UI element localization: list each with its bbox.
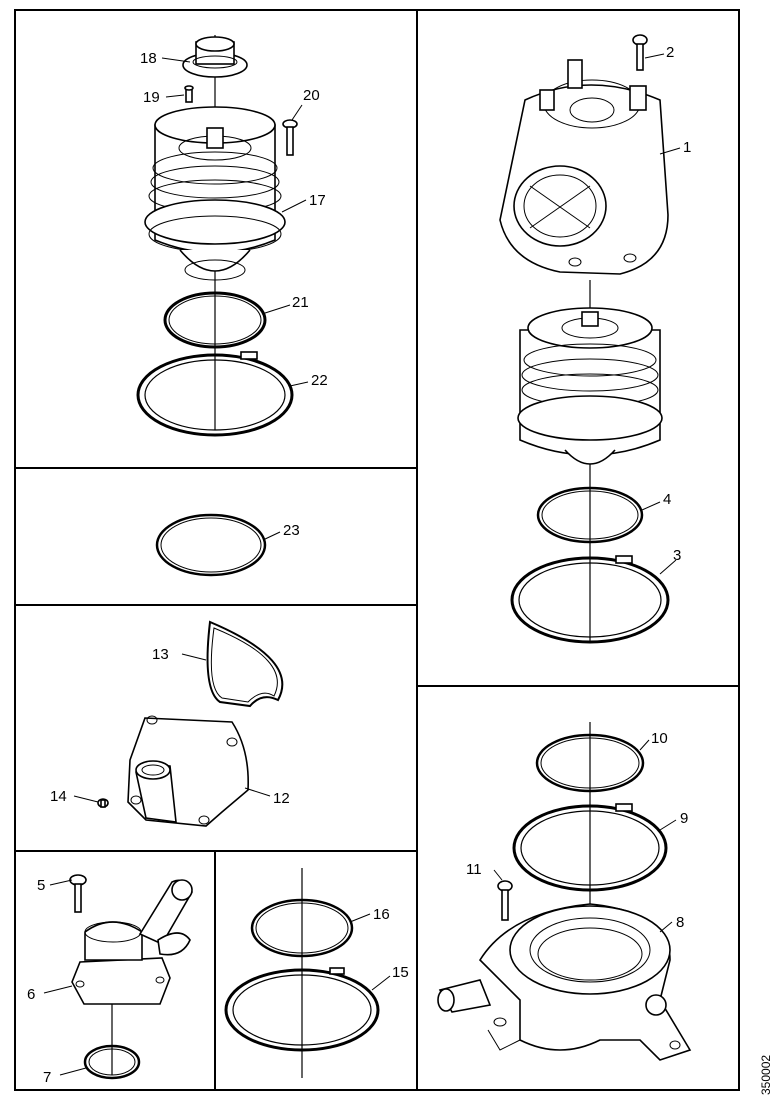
part-20-bolt <box>282 119 298 156</box>
callout-7: 7 <box>43 1069 51 1086</box>
part-2-bolt <box>632 34 648 71</box>
callout-labels: 18 19 20 17 21 22 23 13 14 12 5 6 7 16 1… <box>27 44 691 1086</box>
part-3-gasket <box>510 556 670 644</box>
part-9-gasket <box>512 804 668 892</box>
callout-20: 20 <box>303 87 320 104</box>
part-14-screw <box>97 798 109 808</box>
callout-2: 2 <box>666 44 674 61</box>
part-1-housing <box>499 59 669 275</box>
part-filter-element <box>517 307 663 465</box>
callout-1: 1 <box>683 139 691 156</box>
callout-22: 22 <box>311 372 328 389</box>
panel-rings-15-16 <box>224 868 391 1078</box>
callout-4: 4 <box>663 491 671 508</box>
part-15-gasket <box>224 968 380 1052</box>
part-17-filter-body <box>144 106 286 281</box>
callout-21: 21 <box>292 294 309 311</box>
part-23-o-ring <box>155 513 267 577</box>
part-21-o-ring <box>163 291 267 349</box>
part-16-o-ring <box>250 898 354 958</box>
panel-frames <box>14 9 740 1091</box>
callout-13: 13 <box>152 646 169 663</box>
part-19-screw <box>184 85 194 103</box>
panel-thermostat-housing <box>43 874 193 1080</box>
callout-6: 6 <box>27 986 35 1003</box>
panel-ring-23 <box>155 513 281 577</box>
callout-12: 12 <box>273 790 290 807</box>
part-10-o-ring <box>535 733 645 793</box>
callout-16: 16 <box>373 906 390 923</box>
part-7-o-ring <box>83 1044 141 1080</box>
part-13-gasket <box>206 620 284 708</box>
part-22-gasket <box>136 353 294 437</box>
callout-14: 14 <box>50 788 67 805</box>
callout-10: 10 <box>651 730 668 747</box>
callout-18: 18 <box>140 50 157 67</box>
part-11-bolt <box>497 880 513 921</box>
part-6-housing <box>71 879 193 1005</box>
panel-cover-assembly <box>73 620 284 827</box>
part-4-o-ring <box>536 486 644 544</box>
part-18-cap <box>182 36 248 78</box>
callout-3: 3 <box>673 547 681 564</box>
callout-17: 17 <box>309 192 326 209</box>
part-8-base <box>437 903 692 1061</box>
figure-reference-number: 350002 <box>759 1055 773 1095</box>
callout-19: 19 <box>143 89 160 106</box>
callout-9: 9 <box>680 810 688 827</box>
part-5-bolt <box>69 874 87 913</box>
callout-5: 5 <box>37 877 45 894</box>
panel-filter-housing <box>499 34 681 644</box>
panel-cartridge-assembly <box>136 35 309 437</box>
callout-8: 8 <box>676 914 684 931</box>
panel-base-assembly <box>437 722 692 1061</box>
callout-11: 11 <box>466 861 482 878</box>
callout-23: 23 <box>283 522 300 539</box>
callout-15: 15 <box>392 964 409 981</box>
